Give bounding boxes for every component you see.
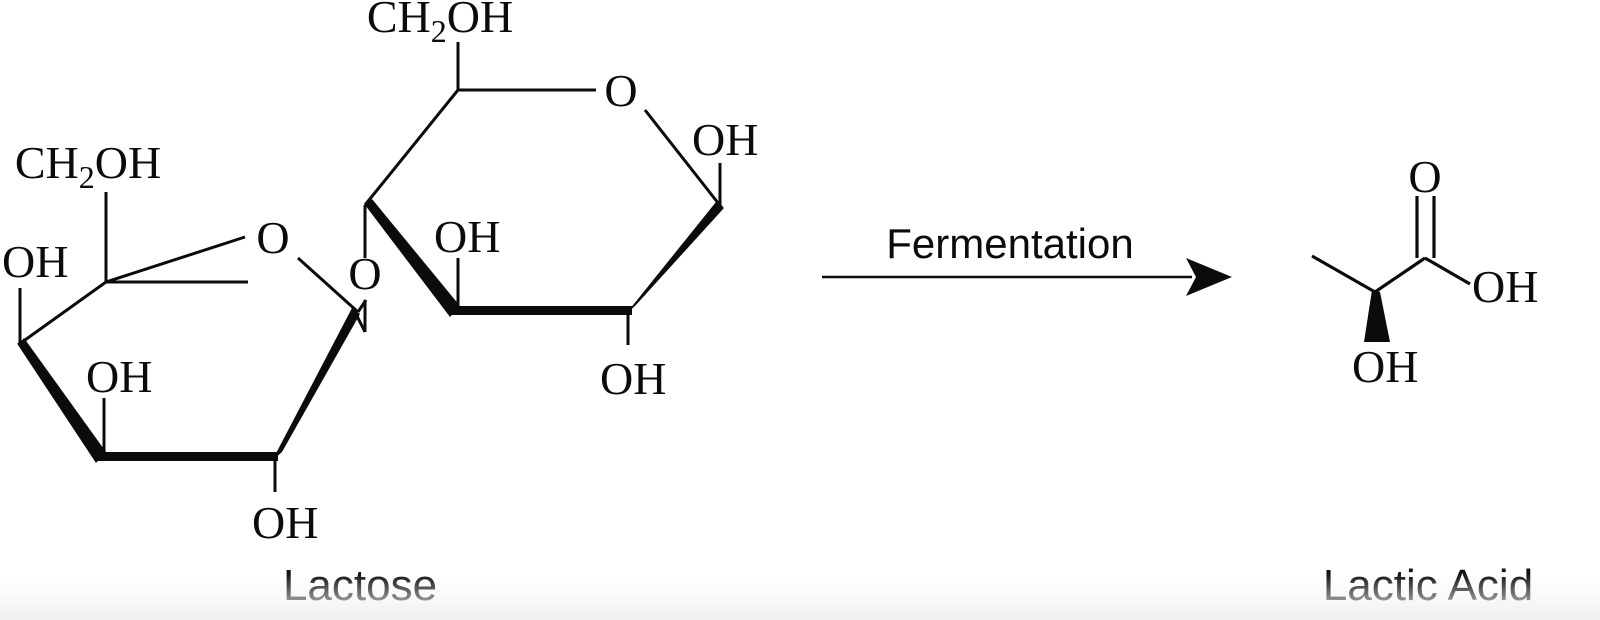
arrow-condition-label: Fermentation <box>886 220 1133 267</box>
bond-c3-c2-bold <box>98 452 278 461</box>
glycosidic-linkage: O <box>348 205 382 333</box>
bond-ringO-c1 <box>296 256 360 314</box>
label-right-ring-c1-oh: OH <box>692 114 758 165</box>
reactant-name-label: Lactose <box>283 561 437 610</box>
bond-c4-c3-bold <box>18 338 106 463</box>
bond-c5-c4 <box>17 280 107 347</box>
bond-ringOp-c1p <box>643 109 724 209</box>
label-carboxyl-oh: OH <box>1472 261 1538 312</box>
arrow-head <box>1186 258 1232 296</box>
label-right-ring-oxygen: O <box>604 65 637 116</box>
bond-c5-ringO <box>105 235 246 284</box>
bond-c2-c1-bold <box>272 308 360 461</box>
label-left-ring-c3-oh: OH <box>86 351 152 402</box>
lactose-glucose-ring: CH2OH OH OH OH O <box>363 0 758 404</box>
lactose-galactose-ring: CH2OH OH OH OH O <box>2 137 360 548</box>
label-right-ring-ch2oh: CH2OH <box>367 0 513 49</box>
bond-alpha-oh-wedge <box>1364 290 1390 342</box>
bond-glycosidic-join <box>355 315 367 333</box>
bond-carbonyl-oh <box>1424 256 1471 286</box>
label-alpha-oh: OH <box>1352 341 1418 392</box>
product-name-label: Lactic Acid <box>1323 561 1533 610</box>
label-left-ring-c2-oh: OH <box>252 497 318 548</box>
label-left-ring-ch2oh: CH2OH <box>15 137 161 195</box>
label-right-ring-c2-oh: OH <box>600 353 666 404</box>
label-left-ring-c4-oh: OH <box>2 236 68 287</box>
bond-c4p-c3p-bold <box>365 199 460 317</box>
bond-c3p-c2p-bold <box>452 306 632 315</box>
lactic-acid-structure: O OH OH <box>1311 151 1538 392</box>
label-right-ring-c3-oh: OH <box>434 211 500 262</box>
bond-alpha-carbonyl <box>1374 256 1426 294</box>
bond-c5p-c4p <box>363 89 460 206</box>
reaction-arrow: Fermentation <box>822 220 1232 296</box>
label-left-ring-oxygen: O <box>256 212 289 263</box>
bond-methyl-alpha <box>1311 254 1376 294</box>
label-carbonyl-oxygen: O <box>1408 151 1441 202</box>
bond-c2p-c1p-bold <box>625 202 724 315</box>
